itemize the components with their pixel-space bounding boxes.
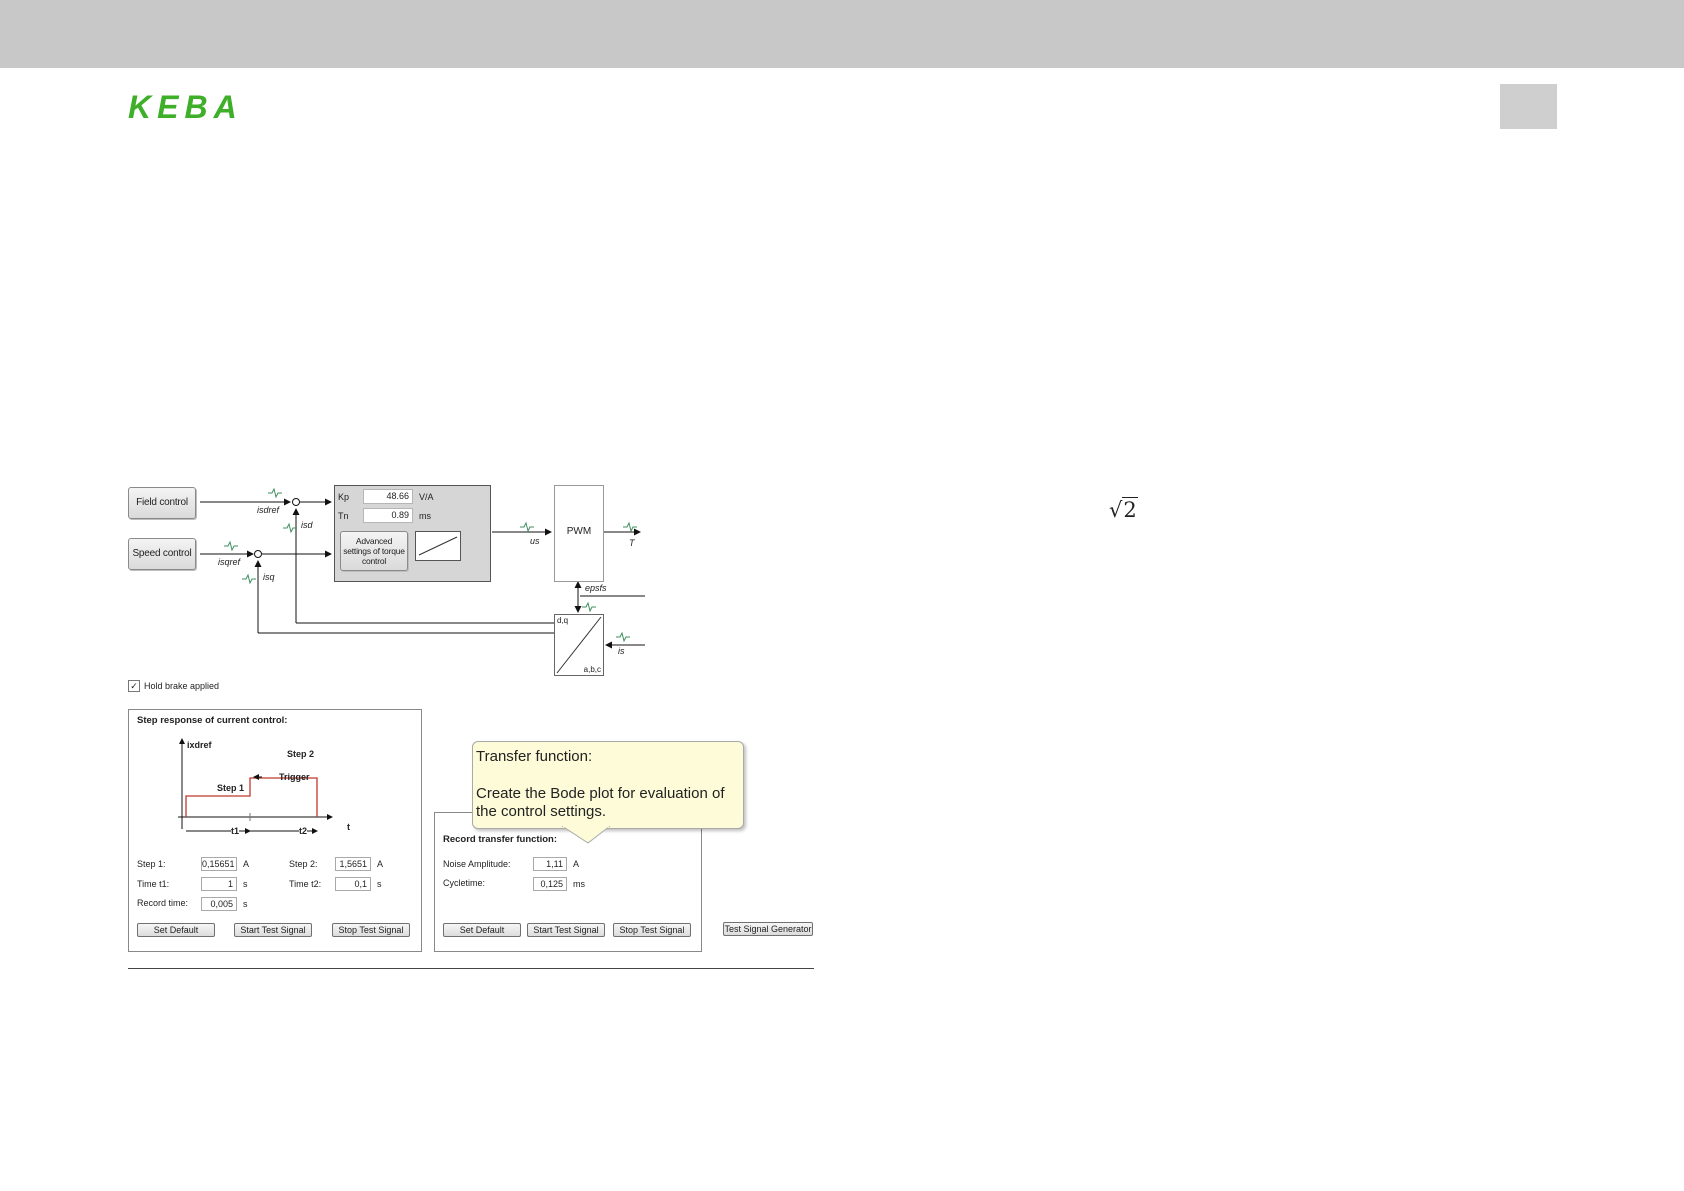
cycletime-input[interactable]: 0,125 bbox=[533, 877, 567, 891]
time-t2-label: Time t2: bbox=[289, 879, 322, 889]
field-control-button[interactable]: Field control bbox=[128, 487, 196, 519]
isdref-label: isdref bbox=[257, 505, 280, 515]
tn-unit: ms bbox=[419, 511, 431, 521]
control-block-diagram: Field control Speed control isdref isd i… bbox=[120, 480, 660, 680]
chart-taxis: t bbox=[347, 822, 350, 832]
kp-label: Kp bbox=[338, 492, 350, 502]
isd-label: isd bbox=[301, 520, 313, 530]
chart-trigger: Trigger bbox=[279, 772, 310, 782]
bottom-divider bbox=[128, 968, 814, 969]
transfer-function-title: Record transfer function: bbox=[443, 834, 558, 845]
hold-brake-row: ✓ Hold brake applied bbox=[128, 680, 219, 692]
speed-control-button[interactable]: Speed control bbox=[128, 538, 196, 570]
step-start-test-signal-button[interactable]: Start Test Signal bbox=[234, 923, 312, 937]
diagram-lines bbox=[200, 487, 645, 649]
isqref-label: isqref bbox=[218, 557, 241, 567]
test-signal-generator-button[interactable]: Test Signal Generator bbox=[723, 922, 813, 936]
step-response-chart bbox=[178, 738, 333, 834]
time-t2-unit: s bbox=[377, 879, 382, 889]
noise-amplitude-input[interactable]: 1,11 bbox=[533, 857, 567, 871]
step-response-group: Step response of current control: ixdref… bbox=[128, 709, 422, 952]
chart-t2: t2 bbox=[299, 826, 308, 836]
step2-unit: A bbox=[377, 859, 384, 869]
record-time-label: Record time: bbox=[137, 898, 189, 908]
step-stop-test-signal-button[interactable]: Stop Test Signal bbox=[332, 923, 410, 937]
chart-ylabel: ixdref bbox=[187, 740, 212, 750]
transfer-function-tooltip: Transfer function: Create the Bode plot … bbox=[472, 741, 744, 829]
transformation-block: d,q a,b,c bbox=[554, 614, 604, 676]
step2-label: Step 2: bbox=[289, 859, 318, 869]
kp-unit: V/A bbox=[419, 492, 434, 502]
record-time-unit: s bbox=[243, 899, 248, 909]
hold-brake-checkbox[interactable]: ✓ bbox=[128, 680, 140, 692]
controller-response-icon bbox=[415, 531, 461, 561]
transfer-start-test-signal-button[interactable]: Start Test Signal bbox=[527, 923, 605, 937]
hold-brake-label: Hold brake applied bbox=[144, 681, 220, 691]
step2-input[interactable]: 1,5651 bbox=[335, 857, 371, 871]
t-label: T bbox=[629, 538, 635, 548]
tn-input[interactable]: 0.89 bbox=[363, 508, 413, 523]
tooltip-body: Create the Bode plot for evaluation of t… bbox=[476, 785, 725, 820]
step1-label: Step 1: bbox=[137, 859, 166, 869]
transfer-set-default-button[interactable]: Set Default bbox=[443, 923, 521, 937]
tooltip-tail bbox=[561, 826, 611, 844]
header-bar bbox=[0, 0, 1684, 68]
time-t1-input[interactable]: 1 bbox=[201, 877, 237, 891]
time-t2-input[interactable]: 0,1 bbox=[335, 877, 371, 891]
chart-step1: Step 1 bbox=[217, 783, 245, 793]
cycletime-label: Cycletime: bbox=[443, 878, 486, 888]
epsfs-label: epsfs bbox=[585, 583, 607, 593]
tooltip-title: Transfer function: bbox=[476, 748, 593, 765]
kp-input[interactable]: 48.66 bbox=[363, 489, 413, 504]
step1-unit: A bbox=[243, 859, 250, 869]
current-controller-panel: Kp 48.66 V/A Tn 0.89 ms Advanced setting… bbox=[334, 485, 491, 582]
transfer-stop-test-signal-button[interactable]: Stop Test Signal bbox=[613, 923, 691, 937]
sqrt-formula: √2 bbox=[1109, 497, 1138, 522]
chart-t1: t1 bbox=[231, 826, 240, 836]
step-response-title: Step response of current control: bbox=[137, 715, 288, 726]
chart-step2: Step 2 bbox=[287, 749, 315, 759]
is-label: is bbox=[618, 646, 625, 656]
advanced-settings-button[interactable]: Advanced settings of torque control bbox=[340, 531, 408, 571]
time-t1-label: Time t1: bbox=[137, 879, 170, 889]
cycletime-unit: ms bbox=[573, 879, 585, 889]
keba-logo: KEBA bbox=[128, 92, 243, 122]
tn-label: Tn bbox=[338, 511, 349, 521]
step1-input[interactable]: 0,15651 bbox=[201, 857, 237, 871]
record-time-input[interactable]: 0,005 bbox=[201, 897, 237, 911]
us-label: us bbox=[530, 536, 540, 546]
time-t1-unit: s bbox=[243, 879, 248, 889]
page-number-box bbox=[1500, 84, 1557, 129]
pwm-block: PWM bbox=[554, 485, 604, 582]
step-set-default-button[interactable]: Set Default bbox=[137, 923, 215, 937]
svg-text:KEBA: KEBA bbox=[128, 92, 243, 122]
noise-amplitude-label: Noise Amplitude: bbox=[443, 859, 511, 869]
noise-amplitude-unit: A bbox=[573, 859, 580, 869]
transfer-function-group: Record transfer function: Noise Amplitud… bbox=[434, 812, 702, 952]
isq-label: isq bbox=[263, 572, 275, 582]
